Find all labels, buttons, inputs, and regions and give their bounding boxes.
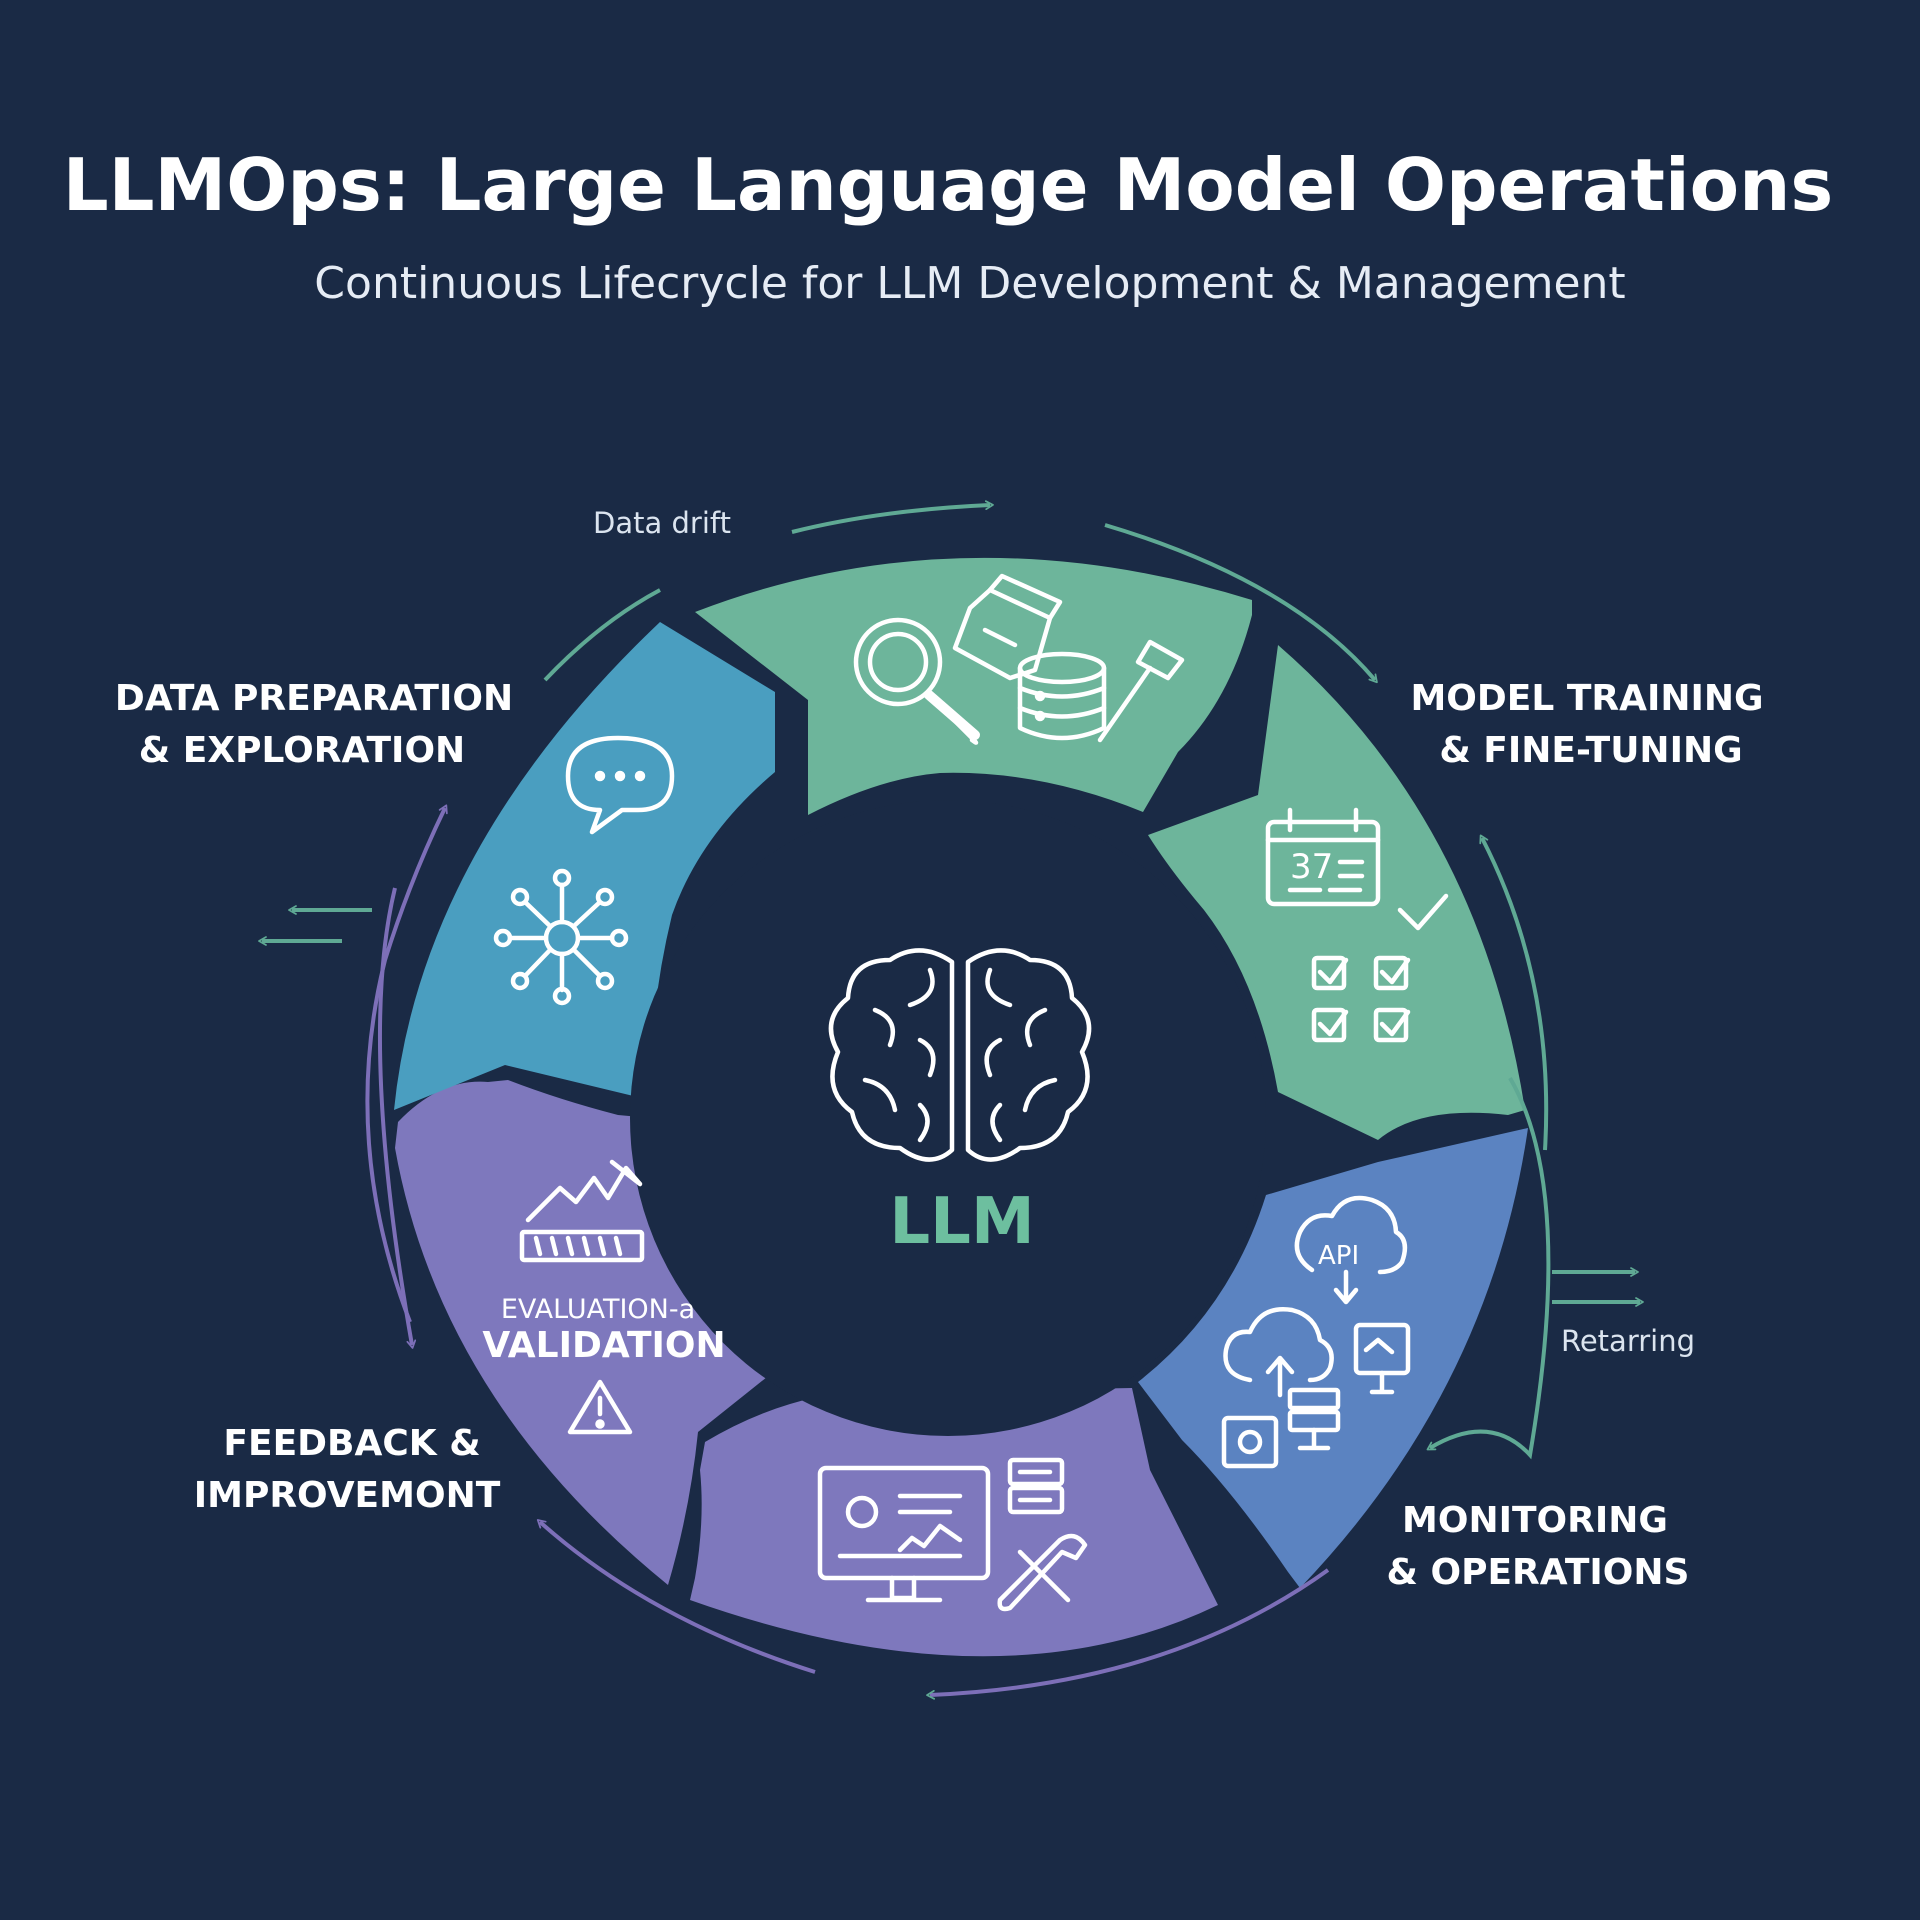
server-stack-icon bbox=[1007, 1457, 1065, 1515]
label-feedback-line2: IMPROVEMONT bbox=[194, 1475, 501, 1516]
calendar-icon: 37 bbox=[1265, 807, 1381, 907]
label-evaluation-line1: EVALUATION-a bbox=[501, 1294, 695, 1325]
warning-icon bbox=[567, 1379, 633, 1435]
arrow-right bbox=[1426, 1076, 1551, 1460]
segment-lower-left[interactable] bbox=[395, 1080, 782, 1585]
network-icon bbox=[493, 868, 629, 1006]
center-hub bbox=[630, 800, 1266, 1436]
magnifier-icon bbox=[853, 617, 980, 745]
label-retraining: Retarring bbox=[1561, 1324, 1695, 1358]
label-data-prep-line1: DATA PREPARATION bbox=[115, 678, 513, 719]
wrench-icon bbox=[997, 1533, 1088, 1612]
arrow-top bbox=[791, 500, 994, 534]
arrow-upper-left bbox=[543, 588, 661, 682]
hammer-icon bbox=[1097, 639, 1185, 743]
checkmark-icon bbox=[1397, 893, 1449, 931]
label-feedback-line1: FEEDBACK & bbox=[223, 1423, 480, 1464]
easel-icon bbox=[1353, 1322, 1411, 1395]
segment-right[interactable] bbox=[1148, 645, 1525, 1140]
label-monitoring-line1: MONITORING bbox=[1402, 1500, 1668, 1541]
server-icon bbox=[1287, 1387, 1341, 1451]
chat-bubble-icon bbox=[565, 735, 675, 835]
segment-bottom[interactable] bbox=[690, 1388, 1218, 1657]
label-data-drift: Data drift bbox=[593, 506, 731, 540]
gear-icon bbox=[1221, 1415, 1279, 1469]
monitor-dashboard-icon bbox=[817, 1465, 991, 1603]
label-data-prep-line2: & EXPLORATION bbox=[139, 730, 465, 771]
page-title: LLMOps: Large Language Model Operations bbox=[63, 143, 1833, 227]
arrow-right-upper bbox=[1479, 834, 1549, 1151]
arrow-left-lower bbox=[377, 887, 417, 1349]
center-label: LLM bbox=[889, 1185, 1034, 1259]
arrow-left bbox=[365, 804, 448, 1323]
svg-text:API: API bbox=[1318, 1241, 1359, 1271]
label-model-training-line1: MODEL TRAINING bbox=[1410, 678, 1763, 719]
phone-icon bbox=[952, 573, 1063, 681]
api-cloud-icon: API bbox=[1294, 1195, 1408, 1305]
svg-text:37: 37 bbox=[1290, 847, 1333, 887]
outer-arrows bbox=[258, 500, 1644, 1700]
label-monitoring-line2: & OPERATIONS bbox=[1387, 1552, 1690, 1593]
database-icon bbox=[1017, 651, 1107, 741]
cloud-upload-icon bbox=[1223, 1307, 1334, 1398]
trend-chart-icon bbox=[519, 1159, 645, 1263]
arrow-bottom-left bbox=[536, 1519, 816, 1674]
arrow-top-right bbox=[1104, 523, 1378, 684]
checklist-icon bbox=[1311, 955, 1411, 1043]
label-model-training-line2: & FINE-TUNING bbox=[1439, 730, 1742, 771]
page-subtitle: Continuous Lifecrycle for LLM Developmen… bbox=[314, 258, 1625, 309]
segment-upper-left[interactable] bbox=[394, 622, 775, 1110]
arrow-bottom-right bbox=[926, 1568, 1330, 1700]
brain-icon bbox=[828, 948, 1092, 1162]
segment-top[interactable] bbox=[695, 557, 1252, 815]
label-evaluation-line2: VALIDATION bbox=[482, 1325, 725, 1366]
